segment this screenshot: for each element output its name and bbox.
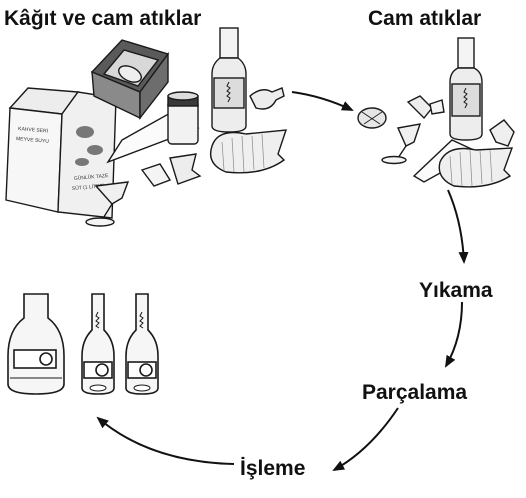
glass-waste-illustration xyxy=(357,37,515,188)
small-bottle-icon xyxy=(406,95,445,120)
glass-jar-icon xyxy=(167,91,199,145)
open-box-icon xyxy=(90,39,170,121)
cut-glass-cylinder-icon xyxy=(209,129,288,174)
broken-wine-glass-icon xyxy=(85,181,130,227)
carton-text-1: KAHVE SERİ xyxy=(18,125,49,135)
carton-text-2: MEYVE SUYU xyxy=(16,136,50,145)
carton-text-3: GÜNLÜK TAZE xyxy=(74,172,110,182)
tall-bottle-icon xyxy=(211,27,247,133)
carafe-bottle-icon xyxy=(7,293,65,395)
wine-bottle-icon xyxy=(125,293,159,395)
label-washing: Yıkama xyxy=(419,279,493,302)
arrow-to-washing xyxy=(447,189,469,264)
milk-carton-icon: KAHVE SERİ MEYVE SUYU GÜNLÜK TAZE SÜT (1… xyxy=(5,87,117,219)
tall-bottle-icon xyxy=(449,37,483,141)
small-bottle-icon xyxy=(249,87,285,110)
broken-wine-glass-icon xyxy=(381,123,422,165)
label-paper-glass-waste: Kâğıt ve cam atıklar xyxy=(4,7,202,30)
carton-text-4: SÜT (1 LİTRE) xyxy=(72,182,106,192)
label-crushing: Parçalama xyxy=(362,381,468,404)
arrow-to-processing xyxy=(332,407,399,471)
arrow-to-new-bottles xyxy=(96,416,235,465)
label-glass-waste: Cam atıklar xyxy=(368,7,482,30)
glass-shard-icon xyxy=(140,153,202,187)
wine-bottle-icon xyxy=(81,293,115,395)
paper-and-glass-waste-illustration: KAHVE SERİ MEYVE SUYU GÜNLÜK TAZE SÜT (1… xyxy=(5,27,288,227)
new-bottles-illustration xyxy=(7,293,159,395)
jar-lid-icon xyxy=(357,107,387,129)
arrow-to-glass-waste xyxy=(291,91,354,111)
arrow-to-crushing xyxy=(445,301,463,368)
cut-glass-cylinder-icon xyxy=(438,147,514,188)
label-processing: İşleme xyxy=(240,457,306,480)
glass-shard-icon xyxy=(489,119,515,147)
